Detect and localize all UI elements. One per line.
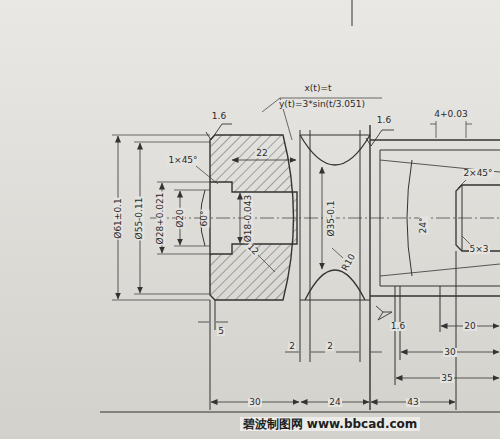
leader-line [462,236,470,244]
outline [462,185,463,251]
extension-line [215,300,216,330]
extension-line [210,300,211,410]
taper-line [380,160,500,276]
dimension-text: 20 [463,322,476,331]
frame-line [100,412,500,413]
outline [300,300,370,301]
outline [370,139,500,140]
chamfer-note: 2×45° [462,169,493,178]
hub-section [210,135,297,300]
outline [370,295,500,296]
leader-line [258,255,275,272]
dimension-text: Ø61±0.1 [113,197,122,239]
watermark: 碧波制图网 www.bbcad.com [240,417,421,431]
outline [300,135,370,136]
extension-line [456,251,457,410]
leader-line [332,248,343,258]
dimension-line [198,322,228,323]
extension-line [395,286,396,385]
dimension-line [240,193,241,243]
dimension-text: 35 [440,374,453,383]
leader-line [196,166,218,184]
dimension-text: 22 [255,149,268,158]
extension-line [360,130,361,362]
roughness-value: 1.6 [211,112,227,121]
frame-line [352,0,353,26]
curve-equation: x(t)=t [304,84,333,93]
dimension-line [285,352,382,353]
roughness-value: 1.6 [390,322,406,331]
dimension-text: Ø28+0.021 [157,191,166,245]
extension-line [300,130,301,362]
roughness-symbol [366,130,394,146]
dimension-line [322,167,323,269]
extension-line [440,286,441,332]
dimension-text: Ø18-0.043 [245,193,254,243]
leader-line [458,180,466,188]
roughness-symbol [206,124,232,140]
dimension-text: Ø55-0.11 [135,196,144,240]
dimension-line [232,160,296,161]
dimension-text: 12 [245,241,261,257]
outline [380,150,500,151]
dimension-text: Ø35-0.1 [326,199,335,237]
dimension-text: Ø20 [175,208,184,229]
bore-outline [456,185,500,251]
leader-line [262,98,382,140]
groove-arc [300,135,370,165]
outline [380,150,381,286]
shoulder-line [369,125,370,410]
groove-arc [305,270,365,300]
drawing-lines [100,0,500,412]
dimension-text: 43 [406,398,419,407]
dimension-text: 60° [200,209,209,227]
extension-line [112,135,210,300]
chamfer-note: 1×45° [167,156,198,165]
dimension-text: 2 [288,342,296,351]
curve-equation: y(t)=3*sin(t/3.051) [278,100,366,109]
angle-text: 24° [419,216,428,234]
dimension-text: 4+0.03 [433,110,468,119]
dimension-text: 2 [326,342,334,351]
leader-line [430,121,472,138]
roughness-value: 1.6 [376,116,392,125]
dimension-text: 30 [248,398,261,407]
dimension-text: 5 [217,327,225,336]
dimension-text: 30 [443,348,456,357]
dimension-lines [118,136,499,402]
radius-text: R10 [340,251,358,273]
roughness-symbol [376,306,392,320]
extension-line [310,130,311,362]
taper-arc [407,160,412,276]
dimension-text: 5×3 [469,245,490,254]
dimension-text: 24 [328,398,341,407]
